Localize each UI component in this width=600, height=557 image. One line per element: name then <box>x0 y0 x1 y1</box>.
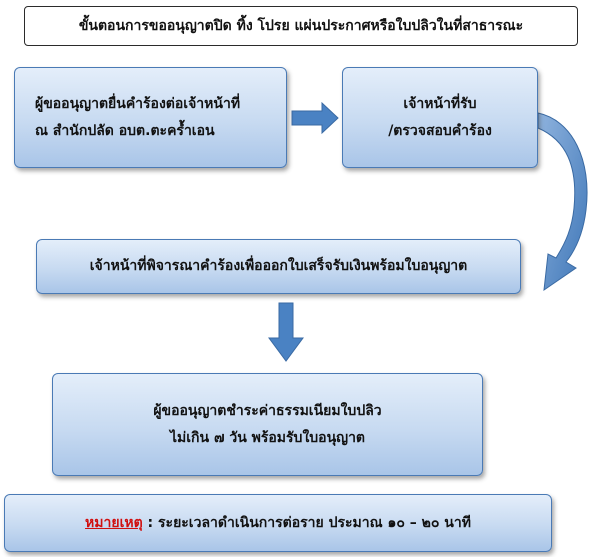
step-consider-request: เจ้าหน้าที่พิจารณาคำร้องเพื่อออกใบเสร็จร… <box>36 239 521 294</box>
step-2-line-1: เจ้าหน้าที่รับ <box>403 95 477 112</box>
step-4-line-2: ไม่เกิน ๗ วัน พร้อมรับใบอนุญาต <box>169 429 366 446</box>
step-4-line-1: ผู้ขออนุญาตชำระค่าธรรมเนียมใบปลิว <box>153 402 382 419</box>
arrow-curved-down-icon <box>537 112 588 292</box>
page-title: ขั้นตอนการขออนุญาตปิด ทิ้ง โปรย แผ่นประก… <box>24 6 578 46</box>
title-text: ขั้นตอนการขออนุญาตปิด ทิ้ง โปรย แผ่นประก… <box>78 17 524 34</box>
step-receive-check: เจ้าหน้าที่รับ /ตรวจสอบคำร้อง <box>342 67 538 168</box>
step-submit-request: ผู้ขออนุญาตยื่นคำร้องต่อเจ้าหน้าที่ ณ สำ… <box>14 67 287 168</box>
note-label: หมายเหตุ <box>85 514 143 531</box>
note-box: หมายเหตุ : ระยะเวลาดำเนินการต่อราย ประมา… <box>4 494 552 552</box>
step-1-line-2: ณ สำนักปลัด อบต.ตะคร้ำเอน <box>35 122 215 139</box>
step-1-line-1: ผู้ขออนุญาตยื่นคำร้องต่อเจ้าหน้าที่ <box>35 95 241 112</box>
step-2-line-2: /ตรวจสอบคำร้อง <box>388 122 492 139</box>
step-pay-fee: ผู้ขออนุญาตชำระค่าธรรมเนียมใบปลิว ไม่เกิ… <box>52 373 483 476</box>
arrow-right-icon <box>291 101 339 135</box>
arrow-down-icon <box>268 302 304 362</box>
note-text: : ระยะเวลาดำเนินการต่อราย ประมาณ ๑๐ – ๒๐… <box>142 514 471 531</box>
step-3-line-1: เจ้าหน้าที่พิจารณาคำร้องเพื่อออกใบเสร็จร… <box>89 258 468 275</box>
